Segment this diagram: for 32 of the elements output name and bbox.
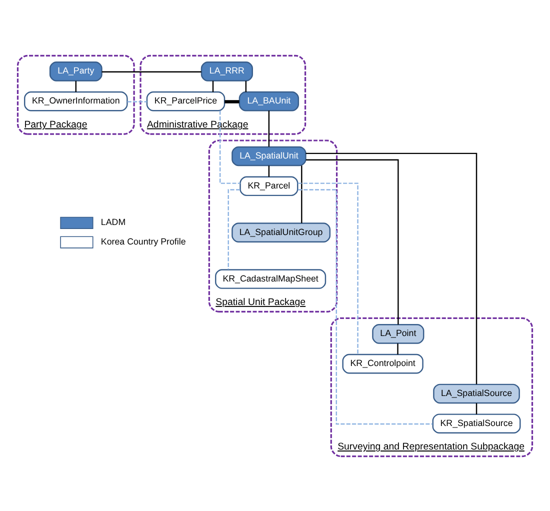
legend-label: LADM xyxy=(100,216,126,227)
node-box: KR_ParcelPrice xyxy=(146,90,226,111)
connector xyxy=(212,80,214,92)
node-box: LA_SpatialUnitGroup xyxy=(232,222,331,242)
connector xyxy=(306,152,478,384)
connector xyxy=(268,165,270,176)
connector xyxy=(102,70,202,72)
connector xyxy=(301,165,302,223)
connector xyxy=(306,158,399,324)
connector xyxy=(397,342,398,354)
connector xyxy=(298,188,433,424)
node-box: LA_Party xyxy=(49,61,102,81)
node-box: LA_BAUnit xyxy=(238,90,300,111)
node-box: LA_Point xyxy=(372,324,424,344)
node-box: KR_OwnerInformation xyxy=(24,90,128,111)
node-box: LA_SpatialUnit xyxy=(232,146,306,166)
connector xyxy=(224,100,240,103)
node-box: KR_SpatialSource xyxy=(432,413,521,433)
node-box: KR_CadastralMapSheet xyxy=(215,268,326,288)
connector xyxy=(476,402,478,414)
node-box: LA_SpatialSource xyxy=(433,383,520,404)
connector xyxy=(219,110,240,184)
node-box: KR_Parcel xyxy=(240,176,298,196)
node-box: LA_RRR xyxy=(200,61,253,81)
connector xyxy=(298,182,358,354)
connector xyxy=(268,110,270,146)
node-box: KR_Controlpoint xyxy=(342,353,424,374)
connector xyxy=(245,80,247,92)
legend-label: Korea Country Profile xyxy=(100,236,186,246)
connector xyxy=(127,100,147,102)
connector xyxy=(228,188,240,269)
connector xyxy=(75,80,76,92)
